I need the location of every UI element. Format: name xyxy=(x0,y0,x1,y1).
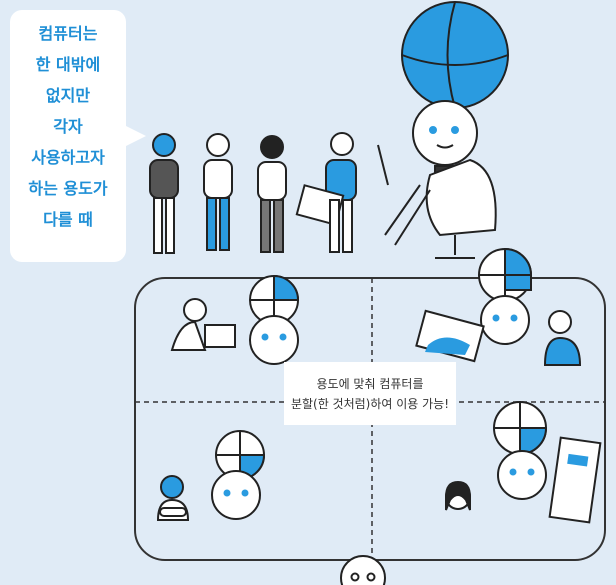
bubble-line: 한 대밖에 xyxy=(35,55,101,74)
person-painter xyxy=(295,132,389,253)
bubble-line: 하는 용도가 xyxy=(28,179,108,198)
bubble-line: 없지만 xyxy=(45,86,91,105)
bubble-tail xyxy=(124,125,146,147)
bubble-line: 사용하고자 xyxy=(31,148,105,167)
bubble-line: 컴퓨터는 xyxy=(38,24,98,43)
caption-line-1: 용도에 맞춰 컴퓨터를 xyxy=(316,376,424,391)
bubble-line: 각자 xyxy=(53,117,83,136)
robot-top-right xyxy=(415,247,582,366)
speech-bubble xyxy=(10,10,126,262)
robot-bottom-right xyxy=(445,401,602,524)
speech-bubble-text: 컴퓨터는 한 대밖에 없지만 각자 사용하고자 하는 용도가 다를 때 xyxy=(10,18,126,235)
globe-icon xyxy=(401,1,509,109)
robot-top-left xyxy=(170,274,300,365)
person-3 xyxy=(257,135,287,253)
robot-bottom-left xyxy=(156,430,266,521)
person-1 xyxy=(149,133,179,254)
center-caption: 용도에 맞춰 컴퓨터를 분할(한 것처럼)하여 이용 가능! xyxy=(284,362,456,425)
person-2 xyxy=(203,133,233,251)
robot-peeking xyxy=(340,555,386,585)
robot-sitting xyxy=(384,100,497,259)
caption-line-2: 분할(한 것처럼)하여 이용 가능! xyxy=(290,396,450,411)
bubble-line: 다를 때 xyxy=(43,210,93,229)
people-group xyxy=(149,132,389,254)
